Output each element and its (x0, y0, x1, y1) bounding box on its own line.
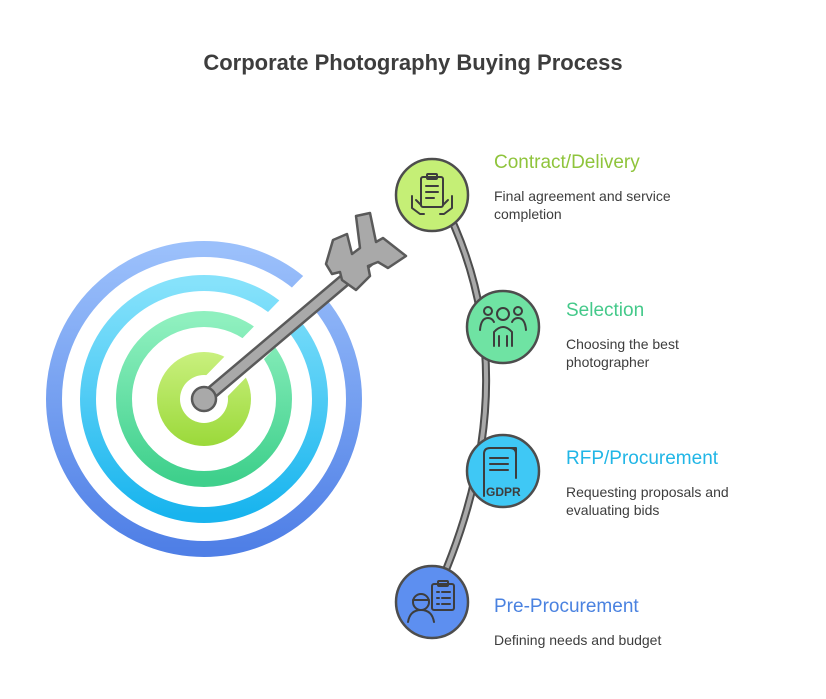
stage-circle-contract-delivery (394, 157, 470, 233)
gdpr-document-icon: GDPR (483, 447, 521, 499)
stage-title-pre-procurement: Pre-Procurement (494, 596, 639, 617)
arrow (190, 211, 408, 413)
page-title: Corporate Photography Buying Process (203, 50, 623, 75)
stage-circle-selection (465, 289, 541, 365)
arrow-fletching (324, 211, 408, 292)
process-arc-inner (430, 198, 489, 604)
process-arc (428, 196, 491, 606)
clipboard-in-hands-icon (411, 173, 453, 215)
target-ring-second (80, 275, 328, 523)
stage-description-contract-delivery: Final agreement and service completion (494, 188, 671, 222)
stage-title-selection: Selection (566, 300, 645, 321)
stage-title-rfp-procurement: RFP/Procurement (566, 448, 719, 469)
svg-text:GDPR: GDPR (486, 485, 521, 499)
stage-title-contract-delivery: Contract/Delivery (494, 152, 640, 173)
stage-circle-pre-procurement (394, 564, 470, 640)
stage-description-rfp-procurement: Requesting proposals and evaluating bids (566, 484, 729, 518)
planner-checklist-icon (407, 580, 455, 623)
stage-circle-rfp-procurement: GDPR (465, 433, 541, 509)
stage-description-selection: Choosing the best photographer (566, 336, 679, 370)
stage-description-pre-procurement: Defining needs and budget (494, 632, 662, 648)
target-ring-third (116, 311, 292, 487)
people-group-icon (479, 306, 527, 347)
target-ring-outer (46, 241, 362, 557)
arrow-tip (190, 385, 218, 413)
